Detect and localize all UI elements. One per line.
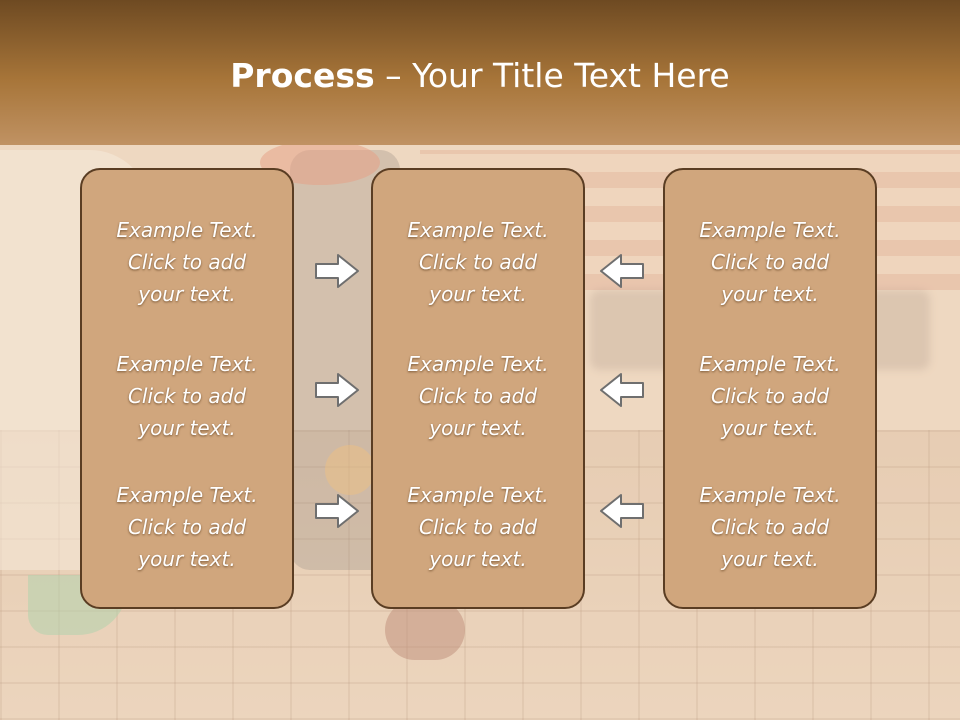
- text-placeholder[interactable]: Example Text. Click to add your text.: [665, 214, 875, 310]
- text-line: Click to add: [127, 384, 247, 408]
- text-line: your text.: [138, 416, 236, 440]
- arrow-right-icon: [315, 373, 359, 407]
- text-placeholder[interactable]: Example Text. Click to add your text.: [373, 348, 583, 444]
- text-line: Example Text.: [116, 483, 258, 507]
- text-placeholder[interactable]: Example Text. Click to add your text.: [82, 348, 292, 444]
- text-line: your text.: [429, 547, 527, 571]
- text-line: Click to add: [710, 384, 830, 408]
- text-line: your text.: [429, 282, 527, 306]
- orange-fruit: [325, 445, 375, 495]
- brown-shoe: [385, 600, 465, 660]
- process-box-right[interactable]: Example Text. Click to add your text. Ex…: [663, 168, 877, 609]
- text-line: Click to add: [710, 515, 830, 539]
- text-line: Example Text.: [699, 483, 841, 507]
- text-placeholder[interactable]: Example Text. Click to add your text.: [665, 479, 875, 575]
- arrow-left-icon: [600, 494, 644, 528]
- text-line: Example Text.: [407, 483, 549, 507]
- text-line: Example Text.: [699, 218, 841, 242]
- text-line: your text.: [721, 416, 819, 440]
- process-box-left[interactable]: Example Text. Click to add your text. Ex…: [80, 168, 294, 609]
- text-line: your text.: [429, 416, 527, 440]
- text-line: Click to add: [418, 384, 538, 408]
- text-placeholder[interactable]: Example Text. Click to add your text.: [373, 214, 583, 310]
- text-line: Example Text.: [699, 352, 841, 376]
- title-bar: [0, 0, 960, 145]
- text-line: your text.: [138, 282, 236, 306]
- slide-title[interactable]: Process – Your Title Text Here: [0, 54, 960, 98]
- text-line: Click to add: [127, 250, 247, 274]
- arrow-left-icon: [600, 373, 644, 407]
- arrow-right-icon: [315, 494, 359, 528]
- text-line: Click to add: [418, 250, 538, 274]
- text-line: Example Text.: [116, 352, 258, 376]
- text-line: your text.: [721, 547, 819, 571]
- text-placeholder[interactable]: Example Text. Click to add your text.: [665, 348, 875, 444]
- text-line: Click to add: [710, 250, 830, 274]
- text-line: Click to add: [127, 515, 247, 539]
- text-line: Click to add: [418, 515, 538, 539]
- text-placeholder[interactable]: Example Text. Click to add your text.: [82, 214, 292, 310]
- arrow-left-icon: [600, 254, 644, 288]
- text-line: Example Text.: [116, 218, 258, 242]
- text-line: Example Text.: [407, 218, 549, 242]
- text-line: your text.: [138, 547, 236, 571]
- text-line: your text.: [721, 282, 819, 306]
- title-rest: – Your Title Text Here: [374, 56, 730, 95]
- title-bold: Process: [230, 56, 375, 95]
- text-line: Example Text.: [407, 352, 549, 376]
- text-placeholder[interactable]: Example Text. Click to add your text.: [373, 479, 583, 575]
- text-placeholder[interactable]: Example Text. Click to add your text.: [82, 479, 292, 575]
- arrow-right-icon: [315, 254, 359, 288]
- process-box-center[interactable]: Example Text. Click to add your text. Ex…: [371, 168, 585, 609]
